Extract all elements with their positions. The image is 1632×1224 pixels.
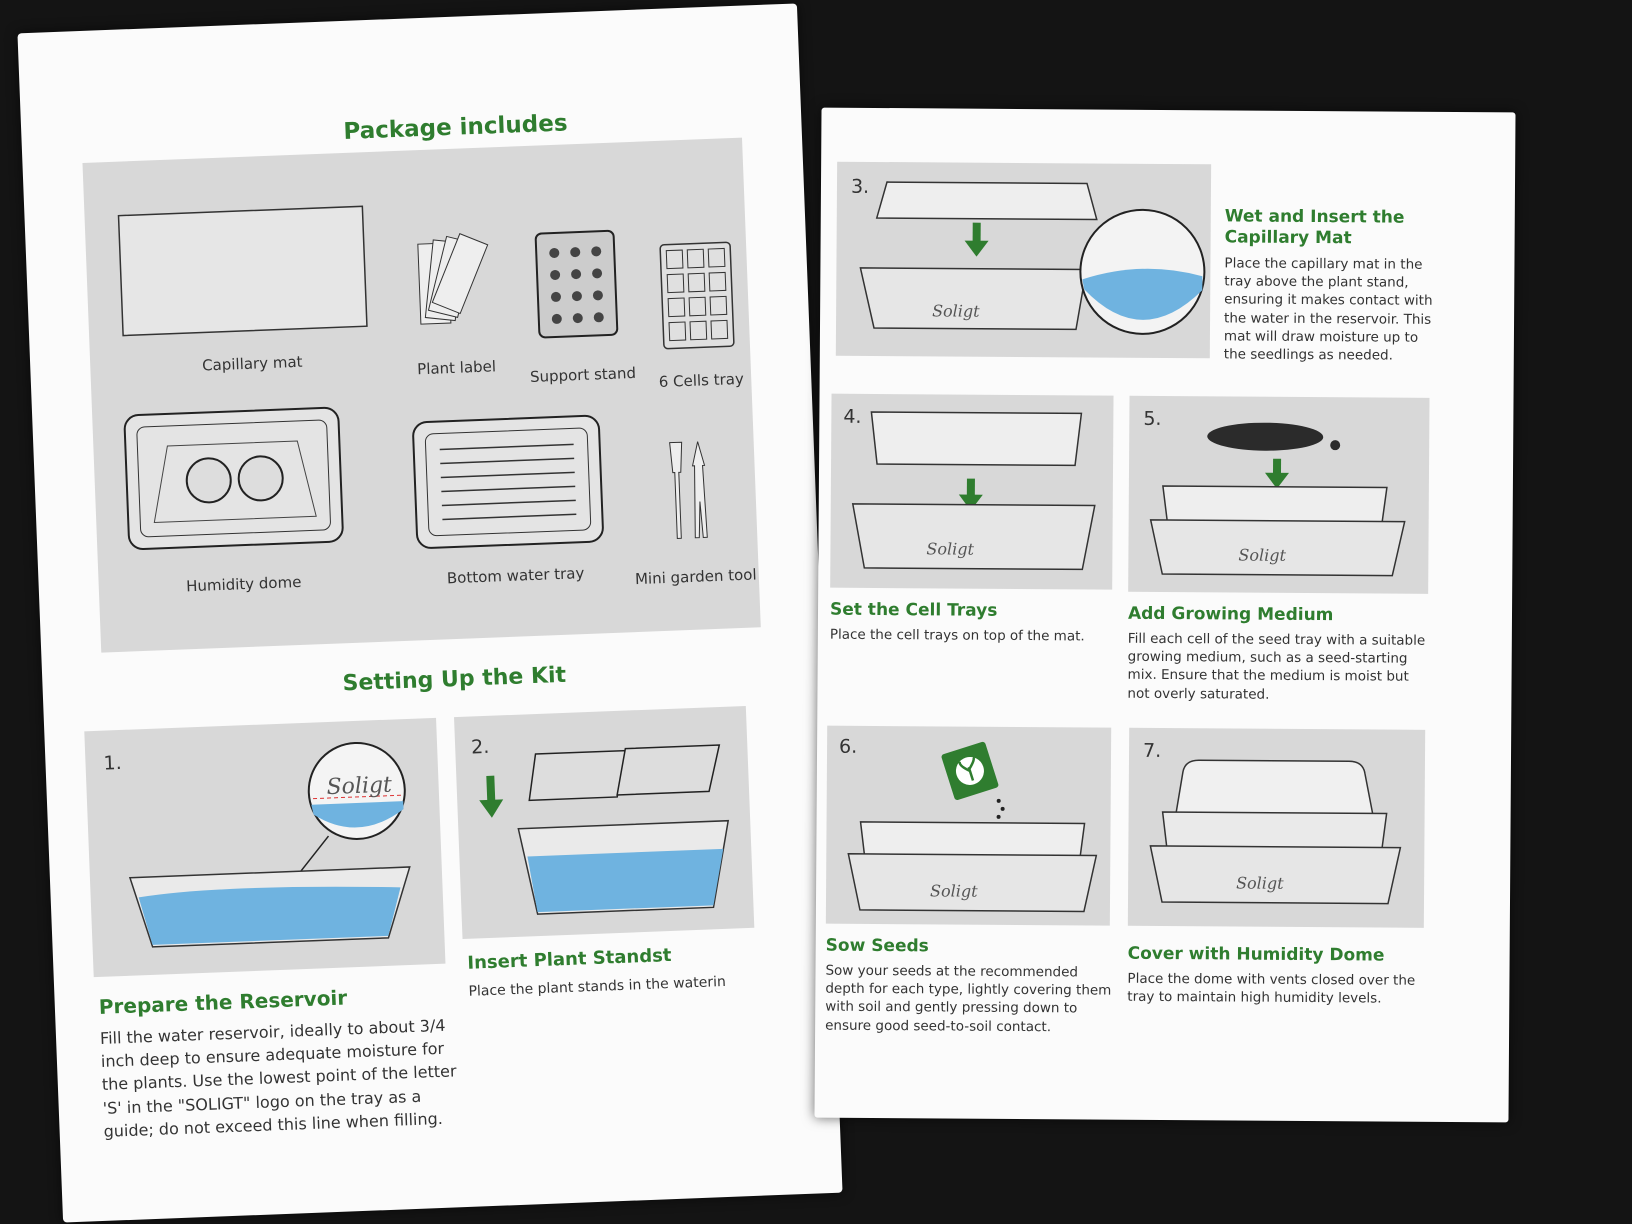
down-arrow-icon	[1264, 458, 1289, 489]
setup-title: Setting Up the Kit	[342, 662, 567, 697]
step-6-title: Sow Seeds	[825, 935, 929, 957]
step-4-panel: 4. Soligt	[830, 393, 1114, 590]
down-arrow-icon	[964, 222, 989, 257]
plant-label-illustration	[417, 233, 489, 325]
step-5-panel: 5. Soligt	[1128, 395, 1430, 594]
svg-text:Soligt: Soligt	[1238, 546, 1286, 565]
humidity-dome-label: Humidity dome	[185, 572, 302, 596]
svg-text:Soligt: Soligt	[1236, 874, 1284, 893]
plant-stand-illustration	[479, 744, 730, 915]
capillary-mat-label: Capillary mat	[201, 352, 303, 375]
capillary-mat-illustration	[117, 205, 368, 337]
bottom-water-tray-illustration	[412, 414, 604, 549]
soil-cloud-icon	[1207, 422, 1324, 451]
bottom-water-tray-label: Bottom water tray	[446, 564, 585, 588]
reservoir-illustration: Soligt	[128, 741, 411, 948]
soligt-logo-zoom: Soligt	[326, 773, 392, 800]
down-arrow-icon	[958, 478, 983, 511]
step-4-title: Set the Cell Trays	[829, 599, 998, 621]
mini-garden-tool-illustration	[669, 441, 708, 539]
svg-text:Soligt: Soligt	[932, 301, 980, 320]
plant-label-label: Plant label	[416, 357, 497, 379]
humidity-dome-step-illustration: Soligt	[1149, 759, 1402, 905]
step-1-title: Prepare the Reservoir	[98, 985, 348, 1019]
step-2-text: Place the plant stands in the waterin	[468, 973, 727, 1000]
step-3-text: Place the capillary mat in the tray abov…	[1223, 255, 1433, 364]
cell-trays-illustration: Soligt	[851, 411, 1096, 571]
capillary-mat-step-illustration: Soligt	[859, 181, 1206, 335]
sow-seeds-illustration: Soligt	[847, 741, 1098, 913]
svg-text:Soligt: Soligt	[926, 539, 974, 558]
down-arrow-icon	[479, 775, 504, 818]
right-page: 3. Soligt Wet and Insert the Capillary M…	[814, 107, 1516, 1123]
support-stand-label: Support stand	[529, 363, 637, 386]
step-5-text: Fill each cell of the seed tray with a s…	[1127, 630, 1426, 703]
step-2-panel: 2.	[454, 705, 755, 939]
package-title: Package includes	[342, 110, 568, 145]
growing-medium-illustration: Soligt	[1149, 422, 1406, 577]
step-5-title: Add Growing Medium	[1127, 603, 1334, 626]
mini-garden-tool-label: Mini garden tool	[634, 565, 757, 589]
step-6-panel: 6. Soligt	[825, 725, 1112, 926]
left-page: Package includes Capillary mat Plant lab…	[17, 3, 843, 1223]
seed-packet-icon	[941, 741, 999, 801]
step-6-text: Sow your seeds at the recommended depth …	[825, 962, 1112, 1035]
step-1-panel: 1. Soligt	[84, 717, 446, 978]
support-stand-illustration	[534, 229, 619, 339]
step-7-title: Cover with Humidity Dome	[1127, 943, 1385, 966]
cells-tray-illustration	[659, 241, 735, 350]
step-1-text: Fill the water reservoir, ideally to abo…	[99, 1015, 457, 1141]
step-2-title: Insert Plant Standst	[467, 944, 672, 974]
package-panel: Capillary mat Plant label Support stand	[82, 137, 761, 653]
step-3-panel: 3. Soligt	[835, 161, 1212, 359]
svg-text:Soligt: Soligt	[930, 881, 978, 900]
cells-tray-label: 6 Cells tray	[658, 369, 745, 392]
step-3-title: Wet and Insert the Capillary Mat	[1224, 206, 1405, 249]
step-7-text: Place the dome with vents closed over th…	[1127, 970, 1416, 1007]
humidity-dome-illustration	[123, 406, 344, 550]
step-7-panel: 7. Soligt	[1127, 727, 1426, 928]
step-4-text: Place the cell trays on top of the mat.	[829, 626, 1085, 645]
